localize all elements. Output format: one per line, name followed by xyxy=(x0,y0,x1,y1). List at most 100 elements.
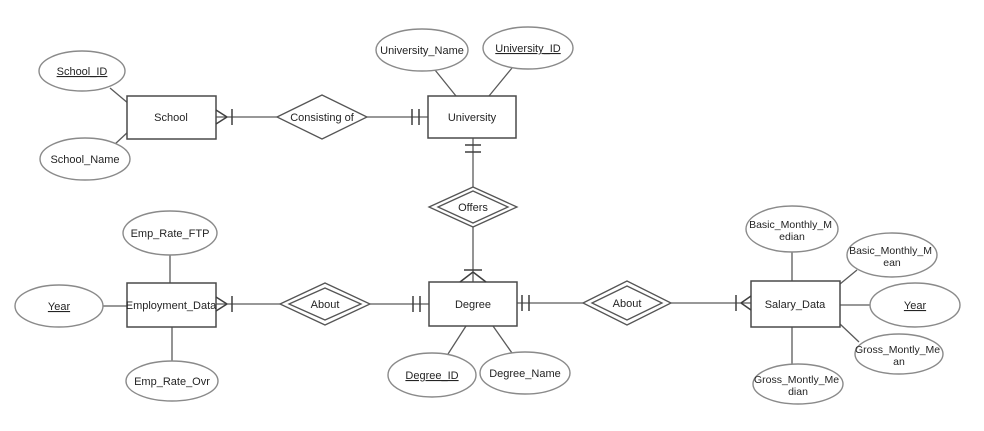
cardinality-salary-data-side xyxy=(735,295,752,311)
relationship-about-left: About xyxy=(278,282,372,326)
attribute-basic-monthly-mean-label: Basic_Monthly_M ean xyxy=(849,245,935,269)
attribute-gross-montly-mean: Gross_Montly_Me an xyxy=(854,333,944,375)
attribute-label-line: Gross_Montly_Me xyxy=(754,374,839,386)
attribute-label-line: Basic_Monthly_M xyxy=(749,219,832,231)
attribute-university-name-ellipse xyxy=(375,28,469,72)
cardinality-university-bottom xyxy=(465,144,481,153)
cardinality-school-side xyxy=(215,109,233,125)
crow-foot-icon xyxy=(215,109,228,118)
entity-salary-data: Salary_Data xyxy=(750,280,841,328)
relationship-about-right-diamond-inner xyxy=(590,285,664,321)
cardinality-university-left xyxy=(411,109,420,125)
attribute-label-line: dian xyxy=(788,386,808,398)
relationship-about-left-label: About xyxy=(311,299,340,311)
crow-foot-icon xyxy=(740,295,752,304)
connector-school-id-school xyxy=(109,87,130,105)
relationship-about-right-label: About xyxy=(613,298,642,310)
attribute-basic-monthly-mean: Basic_Monthly_M ean xyxy=(846,232,938,278)
attribute-gross-montly-median: Gross_Montly_Me dian xyxy=(752,363,844,405)
attribute-label-line: ean xyxy=(883,257,901,269)
crow-foot-icon xyxy=(472,271,487,283)
attribute-emp-rate-ftp-ellipse xyxy=(122,210,218,256)
connector-university-name-university xyxy=(434,69,457,97)
attribute-connectors xyxy=(103,67,870,364)
relationship-offers: Offers xyxy=(427,186,519,228)
attribute-basic-monthly-mean-ellipse xyxy=(846,232,938,278)
entity-salary-data-label: Salary_Data xyxy=(765,299,826,311)
attribute-university-name-label: University_Name xyxy=(380,45,464,57)
attribute-university-id: University_ID xyxy=(482,26,574,70)
relationship-consisting-of-diamond xyxy=(275,94,369,140)
relationship-offers-diamond-inner xyxy=(436,190,510,224)
attribute-university-id-label: University_ID xyxy=(495,43,560,55)
attribute-degree-name: Degree_Name xyxy=(479,351,571,395)
entity-employment-data-box xyxy=(126,282,217,328)
crow-foot-icon xyxy=(215,303,228,312)
relationship-about-right: About xyxy=(581,280,673,326)
attribute-university-name: University_Name xyxy=(375,28,469,72)
attribute-school-id: School_ID xyxy=(38,50,126,92)
attribute-school-name-ellipse xyxy=(39,137,131,181)
entity-degree-box xyxy=(428,281,518,327)
attribute-degree-name-label: Degree_Name xyxy=(489,368,561,380)
entity-degree: Degree xyxy=(428,281,518,327)
attribute-school-id-ellipse xyxy=(38,50,126,92)
attribute-school-id-label: School_ID xyxy=(57,66,108,78)
cardinality-degree-top xyxy=(459,269,487,283)
entity-university: University xyxy=(427,95,517,139)
attribute-year-employment-ellipse xyxy=(14,284,104,328)
attribute-year-salary-ellipse xyxy=(869,282,961,328)
entity-university-box xyxy=(427,95,517,139)
attribute-emp-rate-ftp-label: Emp_Rate_FTP xyxy=(131,228,210,240)
crow-foot-icon xyxy=(740,302,752,311)
cardinality-degree-right xyxy=(521,295,530,311)
attribute-gross-montly-mean-ellipse xyxy=(854,333,944,375)
connector-degree-id-degree xyxy=(447,325,467,355)
connector-basic-monthly-mean-salary-data xyxy=(839,269,858,285)
connector-degree-name-degree xyxy=(492,325,513,354)
attribute-year-employment: Year xyxy=(14,284,104,328)
attribute-basic-monthly-median: Basic_Monthly_M edian xyxy=(745,205,839,253)
entity-salary-data-box xyxy=(750,280,841,328)
crow-foot-icon xyxy=(459,271,474,283)
attribute-degree-id-ellipse xyxy=(387,352,477,398)
attribute-basic-monthly-median-label: Basic_Monthly_M edian xyxy=(749,219,835,243)
cardinality-employment-data-side xyxy=(215,296,233,312)
attribute-emp-rate-ovr: Emp_Rate_Ovr xyxy=(125,360,219,402)
crow-foot-icon xyxy=(215,116,228,125)
attribute-basic-monthly-median-ellipse xyxy=(745,205,839,253)
entity-school-box xyxy=(126,95,217,140)
relationship-consisting-of: Consisting of xyxy=(275,94,369,140)
connector-university-id-university xyxy=(488,67,513,97)
attribute-school-name: School_Name xyxy=(39,137,131,181)
connector-gross-montly-mean-salary-data xyxy=(839,323,860,343)
entity-employment-data-label: Employment_Data xyxy=(126,300,217,312)
entity-school-label: School xyxy=(154,112,188,124)
cardinality-degree-left xyxy=(412,296,421,312)
attribute-label-line: Basic_Monthly_M xyxy=(849,245,932,257)
attribute-label-line: an xyxy=(893,356,905,368)
attribute-emp-rate-ftp: Emp_Rate_FTP xyxy=(122,210,218,256)
attribute-emp-rate-ovr-ellipse xyxy=(125,360,219,402)
entity-degree-label: Degree xyxy=(455,299,491,311)
attribute-year-salary: Year xyxy=(869,282,961,328)
attribute-degree-id: Degree_ID xyxy=(387,352,477,398)
relationship-about-left-diamond-inner xyxy=(287,287,363,321)
relationship-offers-label: Offers xyxy=(458,202,488,214)
attribute-emp-rate-ovr-label: Emp_Rate_Ovr xyxy=(134,376,210,388)
attribute-year-employment-label: Year xyxy=(48,301,71,313)
crow-foot-icon xyxy=(215,296,228,305)
relationship-consisting-of-label: Consisting of xyxy=(290,112,355,124)
attribute-degree-name-ellipse xyxy=(479,351,571,395)
attribute-label-line: Gross_Montly_Me xyxy=(855,344,940,356)
attribute-degree-id-label: Degree_ID xyxy=(405,370,458,382)
attribute-gross-montly-median-ellipse xyxy=(752,363,844,405)
attribute-gross-montly-median-label: Gross_Montly_Me dian xyxy=(754,374,842,398)
entity-employment-data: Employment_Data xyxy=(126,282,217,328)
attribute-year-salary-label: Year xyxy=(904,300,927,312)
entity-school: School xyxy=(126,95,217,140)
attribute-university-id-ellipse xyxy=(482,26,574,70)
attribute-school-name-label: School_Name xyxy=(50,154,119,166)
